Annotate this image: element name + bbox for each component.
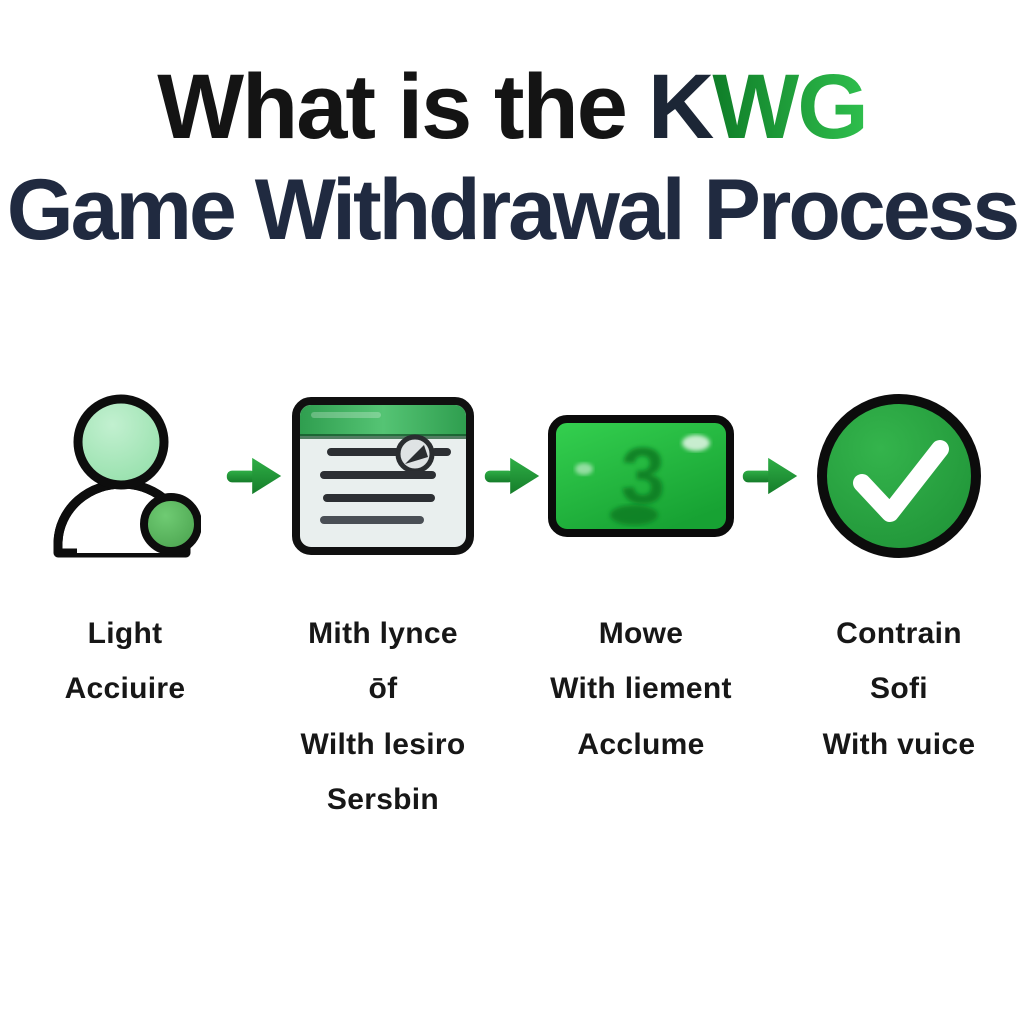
step-3: 3 Mowe With liement Acclume — [541, 386, 741, 773]
form-icon-svg — [292, 396, 474, 555]
label-line: ōf — [368, 672, 398, 706]
person-icon — [49, 386, 201, 566]
title-text-black: What is the — [157, 56, 628, 158]
process-flow: Light Acciuire — [0, 386, 1024, 828]
form-icon — [291, 386, 475, 566]
label-line: Sofi — [870, 672, 928, 706]
person-icon-svg — [53, 394, 201, 558]
step-3-label: Mowe With liement Acclume — [550, 606, 732, 773]
label-line: Contrain — [836, 616, 962, 650]
step-2-label: Mith lynce ōf Wilth lesiro Sersbin — [300, 606, 465, 828]
check-icon-svg — [817, 393, 981, 558]
arrow-right-icon — [225, 386, 283, 566]
step-4-label: Contrain Sofi With vuice — [823, 606, 976, 773]
step-1-label: Light Acciuire — [65, 606, 186, 717]
label-line: Wilth lesiro — [300, 727, 466, 761]
label-line: Light — [87, 616, 163, 650]
arrow-right-icon — [741, 386, 799, 566]
step-1: Light Acciuire — [25, 386, 225, 717]
money-card-icon: 3 — [546, 386, 736, 566]
label-line: Mowe — [598, 616, 684, 650]
pen-badge-icon — [395, 434, 435, 474]
label-line: Mith lynce — [308, 616, 458, 650]
card-symbol: 3 — [621, 431, 666, 520]
label-line: Sersbin — [326, 783, 440, 817]
title-text-k: K — [647, 56, 714, 158]
arrow-right-icon — [483, 386, 541, 566]
step-4: Contrain Sofi With vuice — [799, 386, 999, 773]
money-card-icon-svg: 3 — [548, 414, 734, 537]
title-text-wg: WG — [712, 56, 868, 158]
label-line: With vuice — [822, 727, 976, 761]
step-2: Mith lynce ōf Wilth lesiro Sersbin — [283, 386, 483, 828]
title-line-2: Game Withdrawal Process — [6, 162, 1020, 259]
label-line: With liement — [550, 672, 732, 706]
check-icon — [812, 386, 986, 566]
label-line: Acciuire — [64, 672, 186, 706]
label-line: Acclume — [577, 727, 705, 761]
